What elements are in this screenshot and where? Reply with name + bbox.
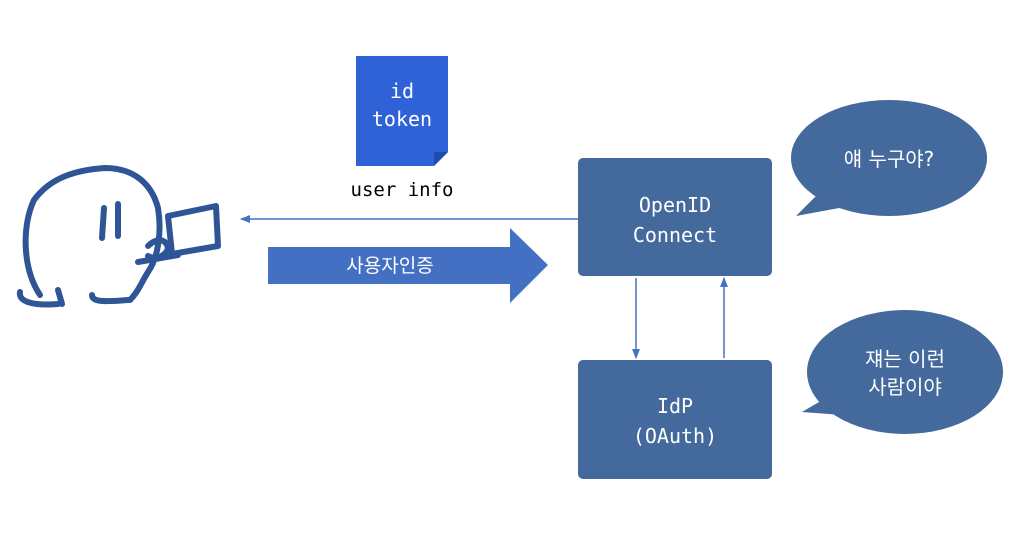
openid-box-line-1: OpenID [639,193,711,217]
idp-box-line-2: (OAuth) [633,424,717,448]
user-auth-arrow: 사용자인증 [268,228,548,303]
user-auth-arrow-label: 사용자인증 [346,255,433,277]
answer-bubble-line-1: 쟤는 이런 [865,347,945,371]
token-line-1: id [390,79,414,103]
answer-bubble-line-2: 사람이야 [868,375,942,399]
token-line-2: token [372,107,432,131]
idp-box-line-1: IdP [657,394,693,418]
token-document-shape [356,56,448,166]
openid-connect-box: OpenID Connect [578,158,772,276]
user-with-laptop-sketch-icon [16,165,221,308]
user-info-label: user info [351,179,454,201]
question-speech-bubble: 얘 누구야? [791,100,987,216]
id-token-document: id token [356,56,448,166]
openid-box-line-2: Connect [633,223,717,247]
answer-speech-bubble: 쟤는 이런 사람이야 [802,310,1003,434]
idp-box: IdP (OAuth) [578,360,772,479]
question-bubble-text: 얘 누구야? [844,147,935,171]
